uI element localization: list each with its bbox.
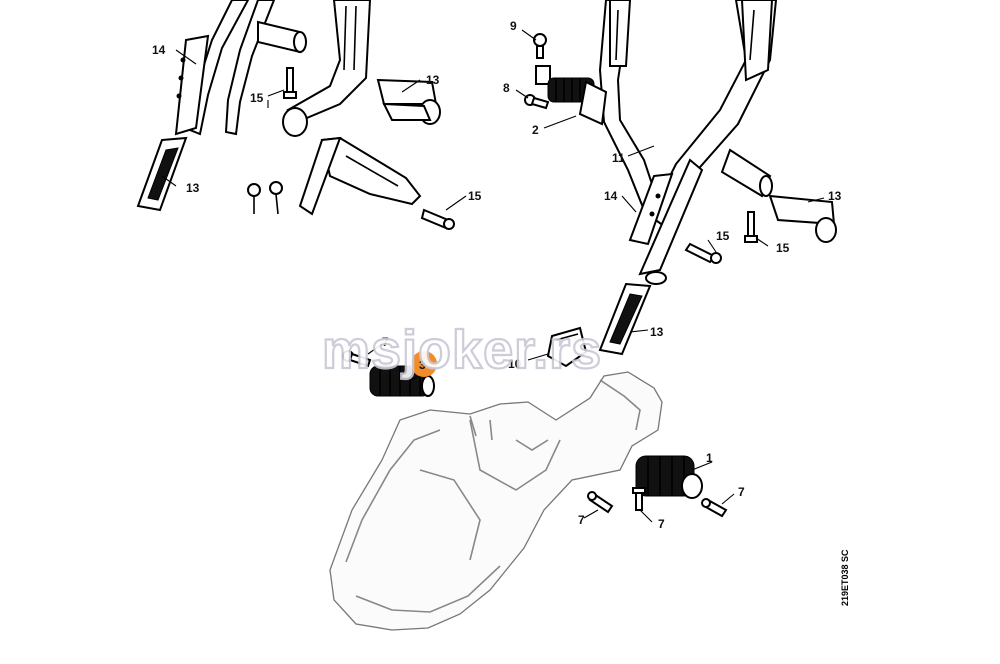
label-15-right-b: 15 xyxy=(776,241,790,255)
label-13-right-lower: 13 xyxy=(650,325,664,339)
label-2: 2 xyxy=(532,123,539,137)
engine-housing xyxy=(329,371,663,631)
highlight-marker-3[interactable]: 3 xyxy=(411,351,437,377)
label-14-left: 14 xyxy=(152,43,166,57)
label-13-top-left: 13 xyxy=(426,73,440,87)
stop-10 xyxy=(546,326,588,368)
label-13-left-lower: 13 xyxy=(186,181,200,195)
label-8: 8 xyxy=(503,81,510,95)
screw-7-top xyxy=(342,350,372,368)
highlight-circle xyxy=(411,351,437,377)
label-7-bottom-left: 7 xyxy=(578,513,585,527)
screw-15-b xyxy=(420,208,455,230)
label-9: 9 xyxy=(510,19,517,33)
av-spring-3 xyxy=(369,365,435,397)
grip-14-right xyxy=(628,172,674,246)
label-1: 1 xyxy=(706,451,713,465)
screw-8 xyxy=(524,94,550,110)
label-14-right: 14 xyxy=(604,189,618,203)
handle-tube-right xyxy=(720,148,773,198)
label-11: 11 xyxy=(612,151,625,165)
bracket-part xyxy=(298,136,422,216)
label-15-center: 15 xyxy=(468,189,482,203)
screws-7-lower xyxy=(587,487,728,518)
av-spring-2-top xyxy=(535,65,608,126)
front-handle-left xyxy=(174,0,372,137)
grip-13-right-lower xyxy=(598,282,652,356)
label-10: 10 xyxy=(508,357,522,371)
av-spring-1 xyxy=(635,455,703,499)
drawing-number: 219ET038 SC xyxy=(840,549,850,606)
grip-13-left-lower xyxy=(136,136,188,212)
screws-15-right xyxy=(684,211,758,264)
label-15-right-a: 15 xyxy=(716,229,730,243)
screw-15-a xyxy=(283,67,297,99)
leader-lines xyxy=(161,29,825,523)
rear-handle-11 xyxy=(598,0,778,285)
label-7-right: 7 xyxy=(738,485,745,499)
label-3: 3 xyxy=(419,358,426,372)
clamp-13-top-left xyxy=(376,78,441,125)
part-labels: 14 15 13 13 15 9 8 2 11 14 13 15 15 13 7… xyxy=(152,19,842,531)
label-7-bottom: 7 xyxy=(658,517,665,531)
label-7-top: 7 xyxy=(382,335,389,349)
watermark: msjoker.rs xyxy=(322,320,602,380)
screw-9 xyxy=(533,33,547,59)
clamp-13-right xyxy=(768,194,837,243)
label-13-right: 13 xyxy=(828,189,842,203)
label-15-left: 15 xyxy=(250,91,264,105)
screw-washer-pair xyxy=(247,181,283,215)
